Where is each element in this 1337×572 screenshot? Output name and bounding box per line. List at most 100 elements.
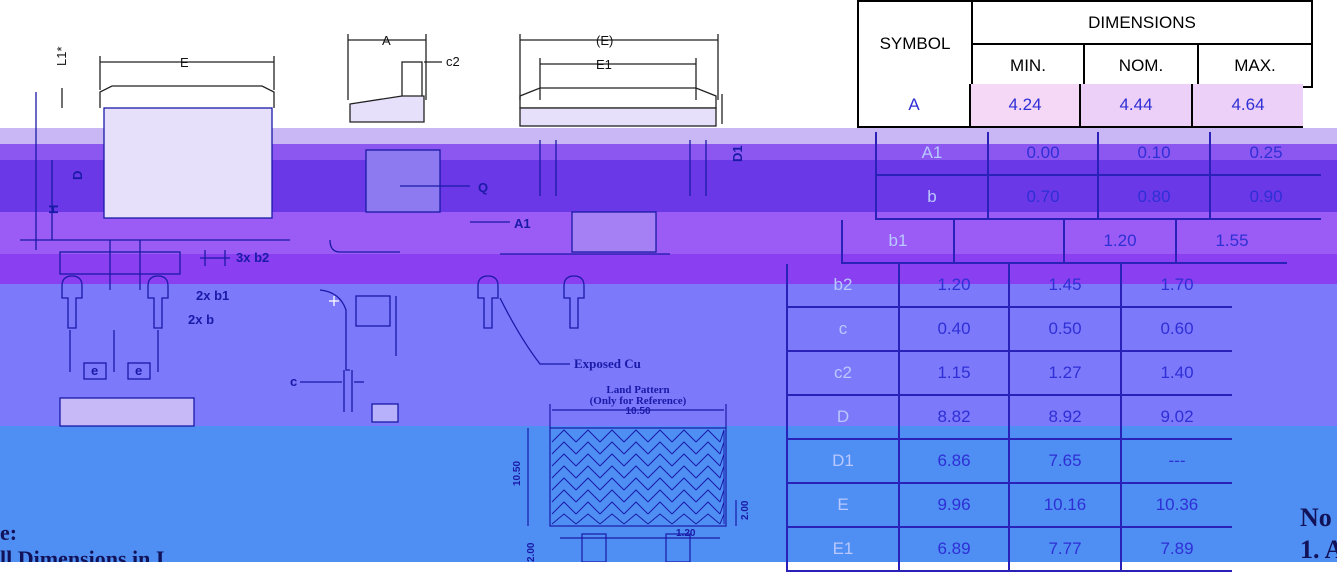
hatch-stroke	[695, 513, 721, 525]
hatch-stroke	[671, 453, 697, 467]
hatch-stroke	[671, 501, 697, 515]
label-A: A	[382, 33, 391, 48]
hatch-stroke	[695, 429, 721, 443]
hatch-stroke	[551, 501, 577, 515]
row-nom: 1.27	[1008, 352, 1120, 396]
dimensions-header: DIMENSIONS	[971, 0, 1313, 45]
label-D1: D1	[730, 145, 745, 162]
label-c2: c2	[446, 54, 460, 69]
label-E-paren: (E)	[596, 33, 613, 48]
hatch-stroke	[695, 489, 721, 503]
row-symbol: b2	[786, 264, 898, 308]
label-E1: E1	[596, 57, 612, 72]
hatch-stroke	[575, 453, 601, 467]
hatch-stroke	[719, 477, 725, 491]
hatch-stroke	[671, 513, 697, 525]
row-nom: 0.50	[1008, 308, 1120, 352]
hatch-stroke	[671, 489, 697, 503]
row-nom: 7.65	[1008, 440, 1120, 484]
row-min: 8.82	[898, 396, 1008, 440]
row-min: 4.24	[969, 84, 1079, 128]
label-E: E	[180, 55, 189, 70]
label-e-left: e	[91, 363, 98, 378]
note-left-body: ll Dimensions in I...	[0, 546, 181, 562]
row-nom: 0.80	[1097, 176, 1209, 220]
hatch-stroke	[575, 429, 601, 443]
band-blue	[0, 426, 1337, 562]
hatch-stroke	[575, 513, 601, 525]
hatch-stroke	[719, 513, 725, 525]
hatch-stroke	[575, 465, 601, 479]
hatch-stroke	[695, 465, 721, 479]
hatch-stroke	[647, 429, 673, 443]
row-min: 1.15	[898, 352, 1008, 396]
dimensions-header-table: SYMBOL DIMENSIONS MIN. NOM. MAX.	[857, 0, 1313, 88]
row-min: 0.00	[987, 132, 1097, 176]
row-nom: 0.10	[1097, 132, 1209, 176]
hatch-stroke	[695, 453, 721, 467]
label-e-right: e	[135, 363, 142, 378]
hatch-stroke	[551, 429, 577, 443]
hatch-stroke	[599, 477, 625, 491]
label-D: D	[70, 171, 85, 180]
row-max: 10.36	[1120, 484, 1232, 528]
label-2x-b: 2x b	[188, 312, 214, 327]
lp-width-dim: 10.50	[625, 406, 650, 417]
note-left-heading: e:	[0, 520, 17, 545]
note-right-heading: No	[1300, 503, 1332, 532]
band-violet-1	[0, 144, 1337, 160]
hatch-stroke	[551, 489, 577, 503]
row-max: 0.60	[1120, 308, 1232, 352]
row-max: 0.90	[1209, 176, 1321, 220]
label-L1: L1*	[54, 46, 69, 66]
label-c: c	[290, 374, 297, 389]
hatch-stroke	[623, 489, 649, 503]
row-symbol: A	[857, 84, 969, 128]
hatch-stroke	[719, 501, 725, 515]
hatch-stroke	[599, 501, 625, 515]
land-pattern-subtitle: (Only for Reference)	[590, 395, 687, 407]
band-light-violet	[0, 128, 1337, 144]
hatch-stroke	[599, 441, 625, 455]
row-max: ---	[1120, 440, 1232, 484]
hatch-stroke	[551, 453, 577, 467]
row-symbol: b1	[841, 220, 953, 264]
row-max: 1.55	[1175, 220, 1287, 264]
hatch-stroke	[623, 513, 649, 525]
hatch-stroke	[671, 465, 697, 479]
end-view	[477, 34, 723, 365]
row-min: 0.40	[898, 308, 1008, 352]
max-header: MAX.	[1197, 43, 1313, 88]
hatch-stroke	[647, 477, 673, 491]
land-pattern-title: Land Pattern	[606, 384, 669, 396]
hatch-stroke	[671, 441, 697, 455]
hatch-stroke	[671, 429, 697, 443]
label-exposed-cu: Exposed Cu	[574, 356, 641, 371]
row-min	[953, 220, 1063, 264]
hatch-stroke	[647, 513, 673, 525]
hatch-stroke	[623, 429, 649, 443]
hatch-stroke	[719, 453, 725, 467]
hatch-stroke	[575, 477, 601, 491]
hatch-stroke	[695, 441, 721, 455]
label-3x-b2: 3x b2	[236, 250, 269, 265]
hatch-stroke	[695, 477, 721, 491]
nom-header: NOM.	[1083, 43, 1199, 88]
hatch-stroke	[599, 465, 625, 479]
hatch-stroke	[719, 465, 725, 479]
hatch-stroke	[551, 441, 577, 455]
label-H: H	[46, 205, 61, 214]
row-symbol: D1	[786, 440, 898, 484]
hatch-stroke	[623, 465, 649, 479]
